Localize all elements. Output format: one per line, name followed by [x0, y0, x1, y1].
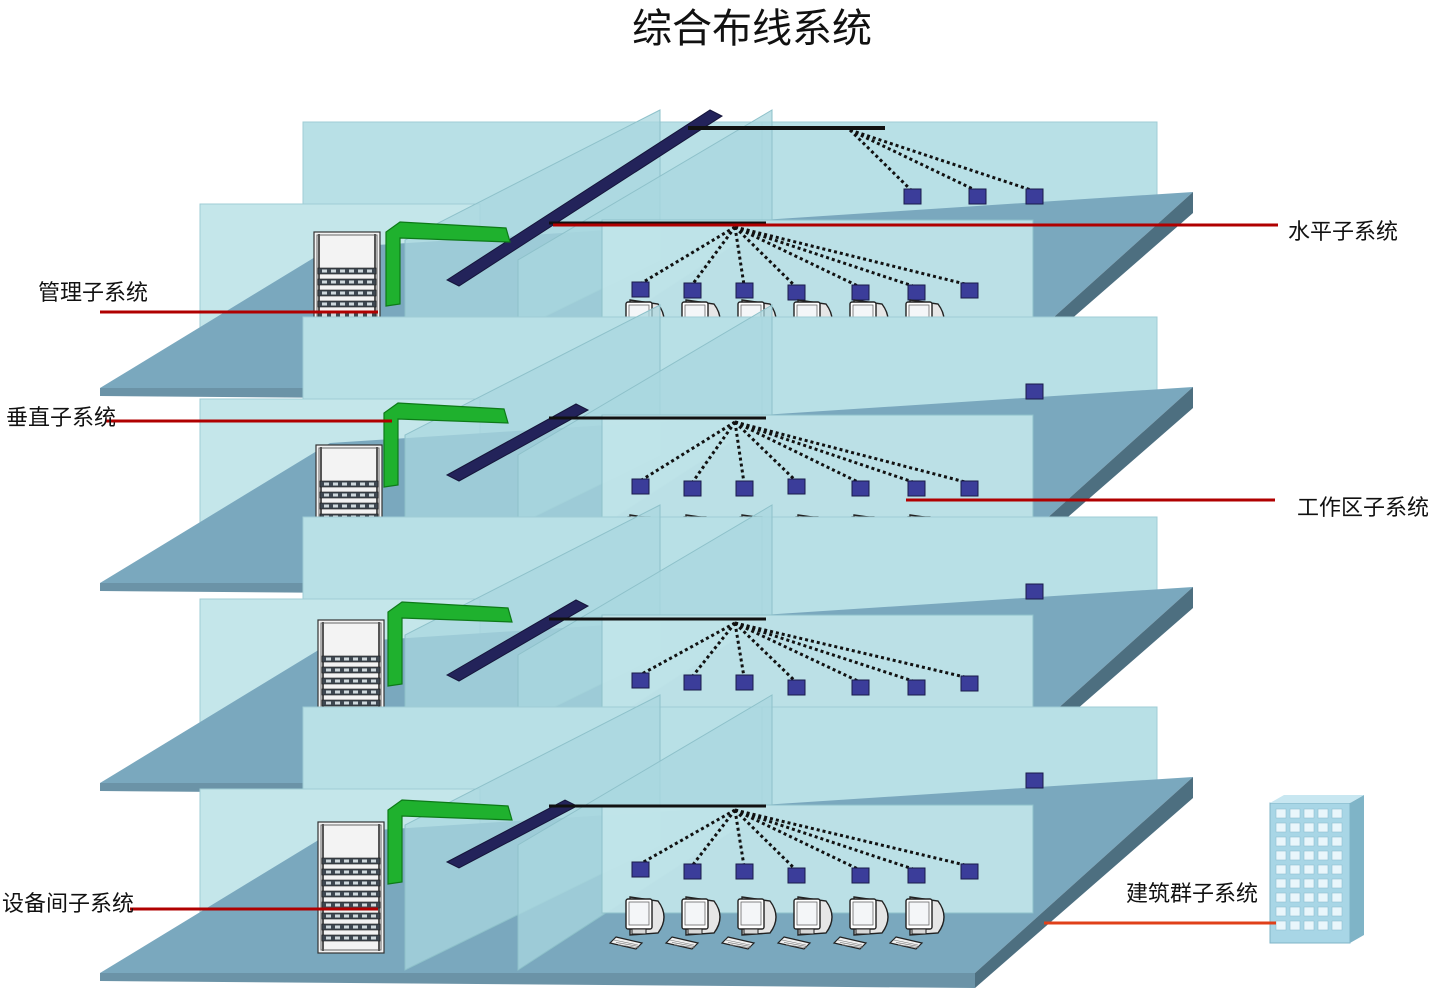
info-outlet-icon [631, 281, 650, 298]
horizontal-cable-run [639, 225, 736, 286]
horizontal-cable-run [639, 808, 736, 866]
computer-workstation-icon [608, 896, 665, 950]
info-outlet-icon [851, 679, 870, 696]
info-outlet-icon [907, 284, 926, 301]
top-rear-room [688, 126, 1044, 789]
callout-lines [100, 223, 1278, 925]
label-management-subsystem: 管理子系统 [38, 281, 148, 306]
label-vertical-subsystem: 垂直子系统 [6, 406, 116, 431]
info-outlet-icon [960, 282, 979, 299]
info-outlet-icon [735, 863, 754, 880]
label-campus-subsystem: 建筑群子系统 [1126, 882, 1258, 907]
info-outlet-icon [907, 679, 926, 696]
backbone-cable-tray [445, 109, 724, 287]
info-outlet-icon [960, 675, 979, 692]
floor-1 [100, 694, 1193, 988]
horizontal-cable-run [733, 621, 798, 684]
info-outlet-icon [903, 188, 922, 205]
horizontal-cable-run [639, 621, 736, 677]
horizontal-cable-run [734, 420, 970, 485]
horizontal-cable-run [734, 808, 970, 868]
horizontal-cable-run [734, 225, 917, 289]
horizontal-cable-run [734, 621, 861, 684]
horizontal-cable-run [733, 808, 798, 872]
horizontal-cable-run [639, 420, 736, 483]
info-outlet-icon [683, 674, 702, 691]
work-area-back-wall [601, 804, 1034, 914]
horizontal-cable-run [734, 808, 861, 872]
info-outlet-icon [1025, 383, 1044, 400]
vertical-backbone-cable [383, 402, 509, 488]
horizontal-cable-run [733, 420, 798, 483]
horizontal-cable-run [690, 226, 737, 286]
floor-slab-side [975, 777, 1193, 988]
work-area-back-wall [601, 414, 1034, 524]
info-outlet-icon [735, 674, 754, 691]
info-outlet-icon [787, 478, 806, 495]
horizontal-cable-run [734, 420, 861, 485]
computer-workstation-icon [664, 896, 721, 950]
info-outlet-icon [787, 284, 806, 301]
computer-workstation-icon [720, 896, 777, 950]
server-rack-icon [317, 821, 385, 954]
horizontal-cable-run [733, 421, 746, 484]
info-outlet-icon [907, 867, 926, 884]
backbone-cable-tray [445, 403, 590, 482]
computer-workstation-icon [776, 896, 833, 950]
horizontal-cable-run [734, 621, 917, 684]
vertical-backbone-cable [385, 221, 511, 307]
horizontal-cable-run [734, 808, 917, 872]
info-outlet-icon [735, 480, 754, 497]
info-outlet-icon [1025, 583, 1044, 600]
info-outlet-icon [787, 867, 806, 884]
info-outlet-icon [907, 480, 926, 497]
horizontal-cable-run [734, 225, 861, 289]
callout-labels: 水平子系统 管理子系统 垂直子系统 工作区子系统 设备间子系统 建筑群子系统 [2, 220, 1429, 917]
office-building-icon [1269, 795, 1364, 944]
computer-workstation-icon [832, 896, 889, 950]
info-outlet-icon [787, 679, 806, 696]
info-outlet-icon [1025, 188, 1044, 205]
info-outlet-icon [683, 863, 702, 880]
horizontal-cable-run [848, 128, 914, 193]
info-outlet-icon [631, 672, 650, 689]
horizontal-cable-run [734, 225, 970, 287]
info-outlet-icon [851, 867, 870, 884]
horizontal-cable-run [849, 128, 1035, 193]
label-equipment-room-subsystem: 设备间子系统 [2, 892, 134, 917]
info-outlet-icon [1025, 772, 1044, 789]
info-outlet-icon [960, 480, 979, 497]
info-outlet-icon [851, 480, 870, 497]
info-outlet-icon [851, 284, 870, 301]
info-outlet-icon [968, 188, 987, 205]
floors-group [100, 109, 1193, 988]
computer-workstation-icon [888, 896, 945, 950]
horizontal-cable-run [733, 226, 746, 286]
horizontal-cable-run [734, 621, 970, 680]
info-outlet-icon [631, 861, 650, 878]
info-outlet-icon [683, 282, 702, 299]
info-outlet-icon [960, 863, 979, 880]
info-outlet-icon [683, 480, 702, 497]
floor-slab-front [100, 973, 975, 988]
horizontal-cable-run [690, 421, 737, 484]
horizontal-cable-run [733, 225, 798, 289]
diagram-title: 综合布线系统 [632, 6, 872, 52]
vertical-backbone-cable [387, 601, 513, 687]
vertical-backbone-cable [387, 799, 513, 885]
label-work-area-subsystem: 工作区子系统 [1297, 496, 1429, 521]
label-horizontal-subsystem: 水平子系统 [1288, 220, 1398, 245]
info-outlet-icon [631, 478, 650, 495]
info-outlet-icon [735, 282, 754, 299]
horizontal-cable-run [734, 420, 917, 485]
